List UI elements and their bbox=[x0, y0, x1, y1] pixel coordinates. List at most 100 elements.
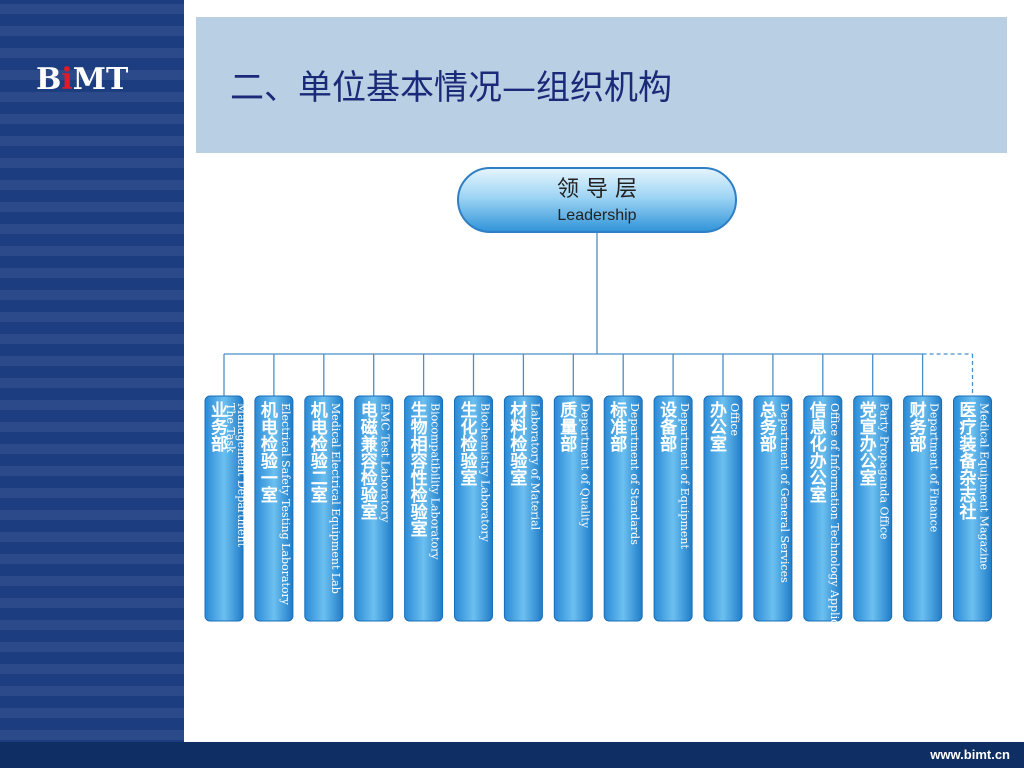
department-label-en: Department of Quality bbox=[578, 403, 591, 529]
sidebar-stripe bbox=[0, 576, 184, 586]
page-title: 二、单位基本情况—组织机构 bbox=[230, 68, 672, 108]
department-label-cn: 机电检验一室 bbox=[257, 400, 278, 503]
department-box-bg bbox=[853, 395, 893, 622]
department-box-bg bbox=[404, 395, 444, 622]
sidebar-stripe bbox=[0, 378, 184, 388]
department-box-bg bbox=[503, 395, 543, 622]
sidebar-stripe bbox=[0, 268, 184, 278]
department-label-cn: 生物相容性检验室 bbox=[407, 400, 428, 537]
footer-url: www.bimt.cn bbox=[930, 747, 1010, 762]
department-label-en: Biocompatibility Laboratory bbox=[429, 403, 442, 560]
department-box-bg bbox=[304, 395, 344, 622]
sidebar-stripe bbox=[0, 642, 184, 652]
department-box-bg bbox=[653, 395, 693, 622]
department-label-en: EMC Test Laboratory bbox=[379, 403, 392, 523]
leadership-label-en: Leadership bbox=[557, 207, 636, 224]
department-label-cn: 电磁兼容检验室 bbox=[357, 400, 378, 520]
department-label-en: Party Propaganda Office bbox=[878, 403, 891, 540]
sidebar-stripe bbox=[0, 620, 184, 630]
department-label-en: Laboratory of Material bbox=[528, 403, 541, 531]
connector-lines bbox=[223, 232, 974, 396]
sidebar-stripe bbox=[0, 466, 184, 476]
sidebar-stripe bbox=[0, 290, 184, 300]
department-label-cn: 设备部 bbox=[656, 401, 678, 453]
department-label-cn: 总务部 bbox=[756, 400, 777, 453]
department-label-en: Management Department bbox=[235, 403, 248, 548]
leadership-label-cn: 领 导 层 bbox=[557, 177, 637, 202]
bimt-logo: BiMT bbox=[36, 62, 128, 97]
sidebar-stripe bbox=[0, 136, 184, 146]
sidebar-stripe bbox=[0, 532, 184, 542]
sidebar-stripe bbox=[0, 180, 184, 190]
department-label-en: Office of Information Technology Applica… bbox=[828, 403, 841, 654]
department-label-cn: 财务部 bbox=[906, 400, 928, 453]
department-label-cn: 业务部 bbox=[207, 401, 228, 453]
sidebar-stripe bbox=[0, 70, 184, 80]
department-label-cn: 机电检验二室 bbox=[307, 400, 328, 503]
department-label-en: The Task bbox=[224, 403, 237, 453]
sidebar-stripe bbox=[0, 48, 184, 58]
department-label-cn: 材料检验室 bbox=[506, 400, 527, 486]
department-label-cn: 医疗装备杂志社 bbox=[956, 401, 978, 521]
logo-part-mt: MT bbox=[72, 62, 129, 97]
sidebar-stripe bbox=[0, 730, 184, 740]
sidebar-stripe bbox=[0, 686, 184, 696]
department-box-bg bbox=[803, 395, 843, 622]
department-label-en: Department of Equipment bbox=[678, 403, 691, 549]
sidebar-stripe bbox=[0, 114, 184, 124]
sidebar-stripe bbox=[0, 312, 184, 322]
sidebar-stripe bbox=[0, 334, 184, 344]
sidebar-decoration bbox=[0, 0, 184, 742]
department-label-cn: 办公室 bbox=[706, 400, 727, 452]
department-box-bg bbox=[553, 395, 593, 622]
department-box-bg bbox=[603, 395, 643, 622]
department-label-en: Department of General Services bbox=[778, 403, 791, 583]
department-box-bg bbox=[254, 395, 294, 622]
sidebar-stripe bbox=[0, 444, 184, 454]
logo-part-i: i bbox=[61, 62, 73, 97]
department-label-en: Department of Standards bbox=[628, 403, 641, 545]
sidebar-stripe bbox=[0, 708, 184, 718]
department-label-cn: 生化检验室 bbox=[457, 400, 478, 486]
department-label-en: Medical Electrical Equipment Lab bbox=[329, 403, 342, 594]
title-band bbox=[196, 17, 1007, 153]
department-box-bg bbox=[953, 395, 992, 622]
leadership-node: 领 导 层 Leadership bbox=[457, 167, 737, 233]
sidebar-stripe bbox=[0, 664, 184, 674]
department-box-bg bbox=[454, 395, 493, 622]
department-box-bg bbox=[354, 395, 394, 622]
department-label-en: Department of Finance bbox=[928, 403, 941, 532]
department-box-bg bbox=[903, 395, 943, 622]
department-label-en: Medical Equipment Magazine bbox=[978, 403, 991, 570]
sidebar-stripe bbox=[0, 554, 184, 564]
sidebar-stripe bbox=[0, 158, 184, 168]
sidebar-stripe bbox=[0, 488, 184, 498]
department-box-bg bbox=[753, 395, 793, 622]
sidebar-stripe bbox=[0, 224, 184, 234]
department-label-en: Office bbox=[728, 403, 741, 436]
sidebar-stripe bbox=[0, 246, 184, 256]
sidebar-stripe bbox=[0, 356, 184, 366]
sidebar-stripe bbox=[0, 26, 184, 36]
sidebar-stripe bbox=[0, 400, 184, 410]
department-label-cn: 党宣办公室 bbox=[856, 400, 877, 486]
department-box-bg bbox=[703, 395, 743, 622]
sidebar-stripe bbox=[0, 510, 184, 520]
department-label-cn: 标准部 bbox=[606, 400, 627, 453]
